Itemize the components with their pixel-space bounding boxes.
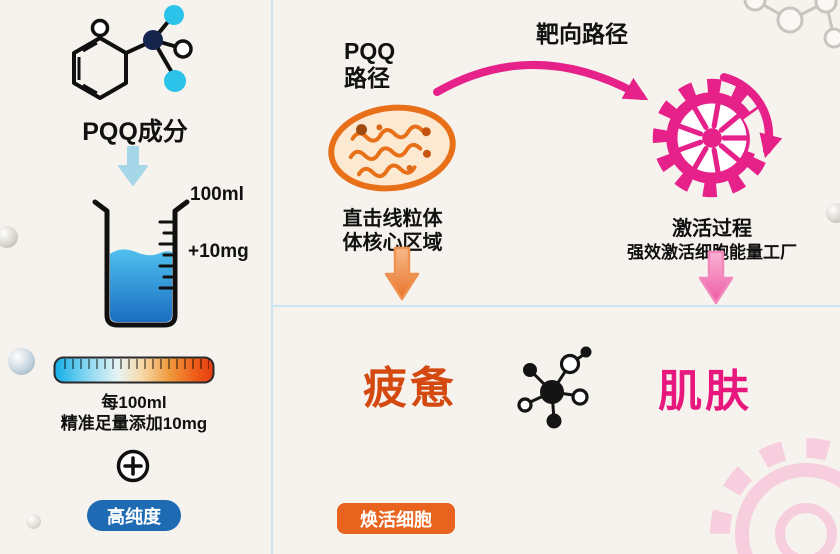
beaker-volume-label: 100ml — [190, 184, 244, 205]
mitochondria-icon — [328, 104, 456, 192]
decor-sphere-icon — [8, 348, 35, 375]
mito-caption-line2: 体核心区域 — [342, 232, 443, 254]
scale-caption-line2: 精准足量添加10mg — [60, 414, 208, 433]
skin-label: 肌肤 — [658, 367, 752, 416]
scale-caption-line1: 每100ml — [101, 393, 167, 412]
decor-gear-icon — [710, 438, 840, 554]
vertical-divider — [271, 0, 273, 554]
decor-sphere-icon — [826, 203, 840, 223]
plus-circle-icon — [116, 449, 150, 483]
process-title: 激活过程 — [672, 218, 752, 240]
pqq-path-label-line1: PQQ — [344, 38, 396, 64]
molecule-cluster-icon — [517, 346, 592, 429]
fatigue-label: 疲惫 — [363, 364, 457, 413]
pqq-path-label-line2: 路径 — [344, 65, 390, 91]
decor-sphere-icon — [0, 226, 18, 248]
beaker-dose-label: +10mg — [188, 241, 249, 262]
purity-badge: 高纯度 — [87, 500, 181, 531]
down-arrow-pink-icon — [698, 250, 734, 305]
curved-arrow-icon — [433, 60, 649, 101]
pqq-molecule-icon — [72, 5, 193, 100]
horizontal-divider — [272, 305, 840, 307]
mito-caption-line1: 直击线粒体 — [342, 208, 443, 230]
ingredient-label: PQQ成分 — [82, 118, 188, 146]
target-path-label: 靶向路径 — [536, 21, 628, 47]
decor-molecule-icon — [743, 0, 840, 49]
purity-scale-icon — [53, 356, 215, 384]
beaker-icon — [92, 199, 190, 328]
energy-gear-icon — [652, 73, 782, 198]
decor-sphere-icon — [26, 514, 41, 529]
cell-badge: 焕活细胞 — [337, 503, 455, 534]
down-arrow-orange-icon — [384, 246, 420, 301]
down-arrow-blue-icon — [118, 146, 148, 186]
